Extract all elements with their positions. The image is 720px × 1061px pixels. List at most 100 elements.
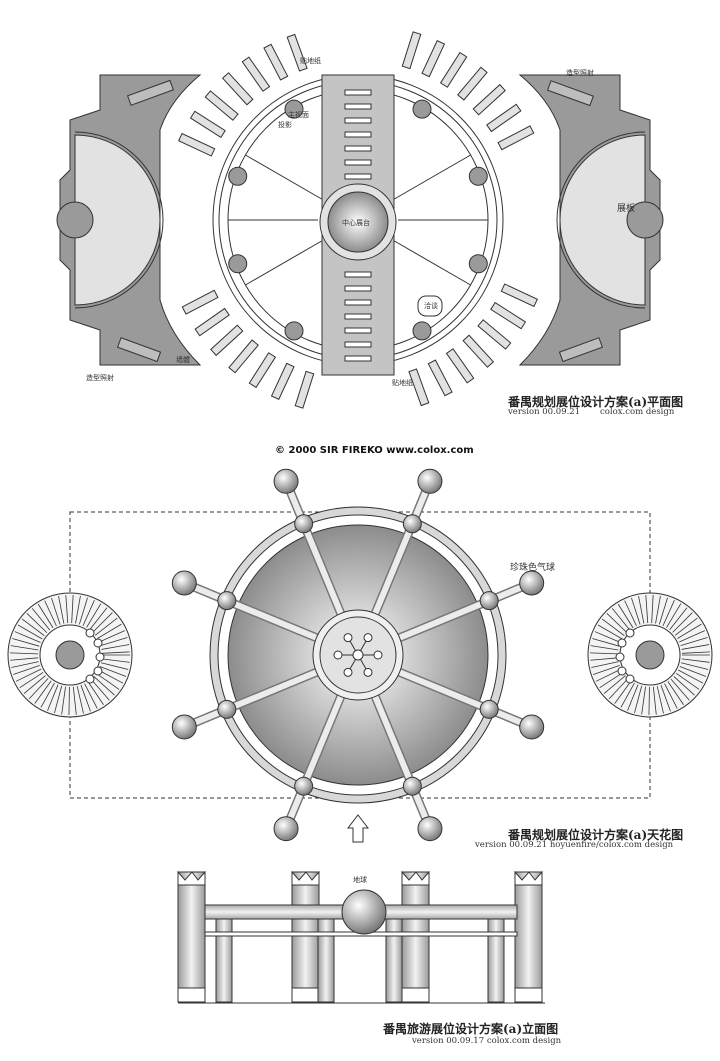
- center-stage: [327, 191, 389, 253]
- column-base: [514, 987, 543, 1003]
- fan-rib: [65, 595, 69, 624]
- floor-strip: [500, 283, 538, 308]
- plan-version: version 00.09.21: [508, 407, 581, 417]
- floor-strip: [401, 31, 422, 70]
- fan-rib: [71, 595, 74, 624]
- pearl-balloon: [519, 570, 545, 596]
- floor-strip: [228, 339, 259, 374]
- wheel-spoke-highlight: [181, 580, 320, 641]
- floor-strip: [462, 334, 495, 368]
- fan-rib: [100, 662, 129, 670]
- fan-rib: [667, 681, 684, 705]
- right-bar-2: [558, 337, 604, 363]
- fan-rib: [26, 613, 48, 634]
- floor-strip: [472, 83, 506, 116]
- fan-rib: [58, 596, 65, 624]
- fan-rib: [101, 644, 130, 650]
- left-bar: [126, 79, 174, 106]
- aisle-step: [344, 117, 372, 124]
- elevation-version: version 00.09.17 colox.com design: [412, 1036, 562, 1046]
- left-kiosk: [56, 201, 94, 239]
- fan-rib: [98, 669, 124, 684]
- fan-rib: [673, 676, 695, 696]
- fan-rib: [593, 665, 620, 675]
- fan-rib: [591, 661, 619, 668]
- label-negotiate: 洽谈: [424, 302, 438, 310]
- fan-rib: [680, 662, 709, 670]
- column-cap: [291, 870, 320, 886]
- fan-rib: [670, 678, 690, 701]
- column-cap: [401, 870, 430, 886]
- column-base: [291, 987, 320, 1003]
- column: [177, 871, 206, 1003]
- fan-rib: [656, 686, 664, 714]
- column-cap: [514, 870, 543, 886]
- label-globe: 地球: [353, 876, 367, 884]
- floor-strip: [427, 359, 453, 397]
- fan-rib: [655, 595, 661, 624]
- inner-column: [487, 917, 505, 1003]
- floor-strip: [178, 132, 216, 157]
- floor-strip: [194, 307, 230, 337]
- label-main-screen: 主视面: [288, 111, 309, 119]
- fan-rib: [660, 684, 671, 712]
- pillar: [228, 166, 248, 186]
- fan-rib: [80, 684, 91, 712]
- fan-rib: [51, 597, 61, 625]
- fan-core: [55, 640, 85, 670]
- fan-rib: [617, 603, 634, 629]
- floor-strip: [181, 289, 219, 315]
- booth-spoke: [392, 239, 471, 286]
- pearl-balloon: [171, 714, 197, 740]
- fan-rib: [82, 600, 95, 626]
- floor-strip: [490, 301, 527, 330]
- fan-rib: [28, 678, 49, 700]
- fan-rib: [651, 595, 654, 624]
- pearl-balloon-small: [402, 514, 422, 534]
- fan-rib: [89, 607, 108, 631]
- floor-strip: [263, 43, 289, 81]
- fan-rib: [15, 668, 42, 682]
- label-center-stage: 中心展台: [342, 219, 370, 227]
- plan-credit: colox.com design: [600, 407, 675, 417]
- pillar: [228, 254, 248, 274]
- meeting-table: [417, 295, 443, 317]
- fan-rib: [634, 685, 643, 714]
- fan-rib: [672, 612, 693, 633]
- pearl-balloon: [273, 468, 299, 494]
- pearl-balloon-small: [217, 699, 237, 719]
- fan-rib: [95, 673, 120, 690]
- fan-core: [635, 640, 665, 670]
- label-ground-top: 贴地纸: [300, 57, 321, 65]
- fan-rib: [100, 637, 128, 647]
- inner-column: [385, 917, 403, 1003]
- aisle-step: [344, 159, 372, 166]
- floor-strip: [221, 72, 254, 106]
- floor-strip: [189, 110, 226, 139]
- pearl-balloon-small: [294, 514, 314, 534]
- floor-strip: [439, 51, 468, 88]
- pearl-balloon-small: [479, 591, 499, 611]
- pearl-balloons: [171, 468, 545, 842]
- aisle-step: [344, 299, 372, 306]
- fan-rib: [11, 661, 39, 668]
- floor-strip: [497, 125, 535, 151]
- wheel-spoke-highlight: [372, 693, 433, 832]
- fan-rib: [17, 624, 43, 640]
- flower-dot: [343, 633, 353, 643]
- radial-floor-strips: [178, 31, 538, 409]
- fan-rib: [44, 600, 57, 627]
- fan-rib: [662, 600, 675, 626]
- pillar: [468, 254, 488, 274]
- floor-strip: [477, 319, 512, 350]
- aisle-step: [344, 103, 372, 110]
- fan-rib: [678, 669, 704, 684]
- aisle-step: [344, 285, 372, 292]
- left-radial-fan: [7, 592, 133, 718]
- fan-dot: [625, 674, 635, 684]
- floor-strip: [248, 352, 277, 389]
- pearl-balloon: [417, 816, 443, 842]
- left-half-stage-outer: [74, 131, 164, 309]
- fan-rib: [669, 607, 688, 631]
